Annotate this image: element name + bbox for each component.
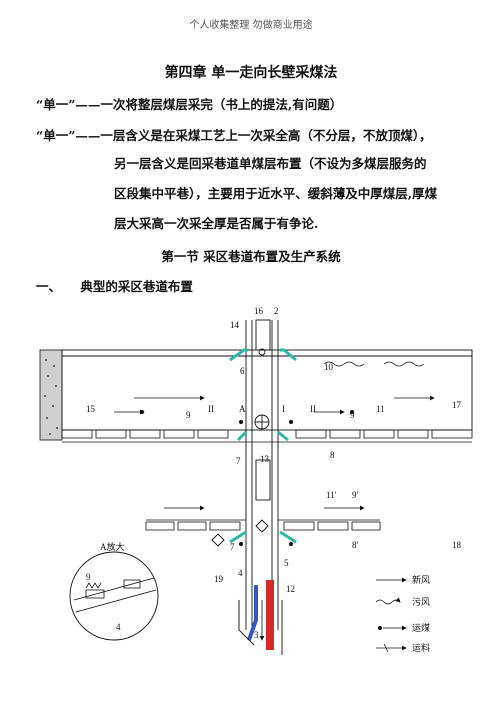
inset-label-9: 9: [86, 572, 91, 582]
label-2: 2: [274, 306, 279, 316]
inset-circle: [69, 551, 159, 641]
label-II-right: II: [310, 404, 316, 414]
label-13: 13: [260, 454, 270, 464]
shaft-outline: [238, 600, 283, 655]
red-shaft: [266, 580, 274, 650]
label-8-prime: 8′: [352, 540, 359, 550]
paragraph-3: 另一层含义是回采巷道单煤层布置（不设为多煤层服务的: [114, 156, 427, 171]
inset-title: A放大: [100, 541, 125, 552]
label-19: 19: [214, 574, 224, 584]
coal-face-block: [39, 349, 63, 441]
label-10: 10: [324, 362, 334, 372]
label-9-prime: 9′: [352, 490, 359, 500]
lock-marks: [239, 420, 293, 546]
label-8: 8: [330, 450, 335, 460]
subsection-text: 典型的采区巷道布置: [80, 279, 193, 294]
label-12: 12: [286, 584, 295, 594]
header-note: 个人收集整理 勿做商业用途: [189, 20, 313, 31]
mining-layout-diagram: 16 2 14 10 6 15 9 II A I II 9 11 17 7 8 …: [39, 306, 473, 655]
blue-shaft: [247, 585, 258, 641]
flow-arrows: [114, 395, 435, 641]
coal-face-dots: [44, 359, 58, 435]
legend-fresh-air: 新风: [412, 574, 430, 585]
label-11: 11: [376, 404, 385, 414]
paragraph-4: 区段集中平巷），主要用于近水平、缓斜薄及中厚煤层,厚煤: [114, 186, 438, 201]
label-7-top: 7: [236, 456, 241, 466]
second-panel: [145, 519, 381, 531]
working-panel: [61, 355, 473, 431]
paragraph-1: “单一”——一次将整层煤层采完（书上的提法,有问题）: [36, 97, 343, 112]
upper-roadway: [61, 349, 473, 357]
paragraph-5: 层大采高一次采全厚是否属于有争论.: [114, 216, 319, 231]
return-air-lines: [323, 361, 425, 367]
label-14: 14: [230, 320, 240, 330]
label-17: 17: [452, 400, 462, 410]
legend-material: 运料: [412, 642, 430, 653]
chapter-title: 第四章 单一走向长壁采煤法: [164, 65, 338, 81]
coal-transport-dots: [140, 410, 354, 414]
label-7-bottom: 7: [230, 542, 235, 552]
label-11-prime: 11′: [326, 490, 337, 500]
subsection-heading: 一、 典型的采区巷道布置: [36, 276, 193, 295]
legend-foul-air: 污风: [412, 596, 430, 607]
pillar-blocks: [61, 429, 473, 439]
label-15: 15: [86, 404, 96, 414]
legend: 新风 污风 运煤 运料: [375, 574, 430, 653]
subsection-number: 一、: [36, 279, 62, 294]
label-6: 6: [240, 366, 245, 376]
section-title: 第一节 采区巷道布置及生产系统: [161, 249, 341, 264]
air-door-marks: [229, 348, 297, 544]
label-9-right: 9: [350, 410, 355, 420]
label-5: 5: [284, 558, 289, 568]
central-roadways: [245, 319, 279, 630]
inset-detail: [73, 577, 157, 613]
label-16: 16: [254, 306, 264, 316]
label-18: 18: [452, 540, 462, 550]
legend-coal: 运煤: [412, 622, 430, 633]
label-II-left: II: [208, 404, 214, 414]
label-4: 4: [238, 568, 243, 578]
inset-label-4: 4: [116, 622, 121, 632]
label-9-left: 9: [186, 410, 191, 420]
label-A: A: [239, 404, 246, 414]
label-3: 3: [254, 630, 259, 640]
junction-symbols: [211, 348, 270, 547]
label-I: I: [282, 404, 285, 414]
paragraph-2: “单一”——一层含义是在采煤工艺上一次采全高（不分层，不放顶煤），: [36, 128, 432, 143]
